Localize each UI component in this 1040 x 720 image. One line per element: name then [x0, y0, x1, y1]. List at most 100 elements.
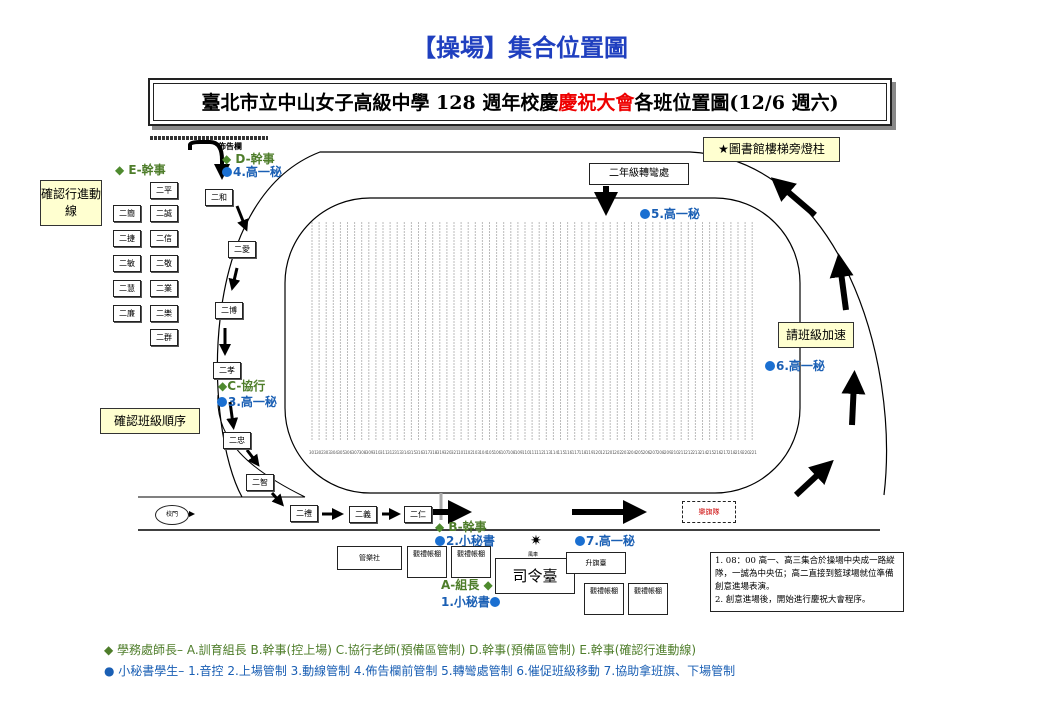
class-number: 212	[685, 450, 693, 455]
band-club: 管樂社	[337, 546, 402, 570]
class-number: 207	[649, 450, 658, 455]
class-number: 310	[372, 450, 381, 455]
windmill-label: 風車	[528, 552, 539, 558]
callout-speed: 請班級加速	[778, 322, 854, 348]
field-stripes	[311, 222, 753, 440]
note-2: 2. 創意進場後，開始進行慶祝大會程序。	[715, 595, 871, 605]
school-gate: 校門	[155, 505, 189, 525]
class-box: 二愛	[228, 241, 256, 258]
class-number: 107	[500, 450, 509, 455]
class-number: 301	[309, 450, 317, 455]
class-number: 317	[422, 450, 431, 455]
class-number: 220	[742, 450, 750, 455]
class-number: 306	[344, 450, 353, 455]
secretary-5: 5.高一秘	[640, 205, 700, 222]
callout-library: ★圖書館樓梯旁燈柱	[703, 137, 840, 162]
secretary-3: 3.高一秘	[217, 393, 277, 410]
class-number: 211	[678, 450, 686, 455]
class-number: 216	[713, 450, 722, 455]
staff-e: ◆ E-幹事	[115, 163, 166, 177]
class-number: 118	[578, 450, 587, 455]
legend-staff: ◆ 學務處師長– A.訓育組長 B.幹事(控上場) C.協行老師(預備區管制) …	[104, 643, 697, 657]
class-box: 二信	[150, 230, 178, 247]
class-number: 221	[749, 450, 757, 455]
band-queue: 樂旗隊	[682, 501, 736, 523]
route-arrow	[188, 140, 230, 180]
class-number: 303	[323, 450, 331, 455]
class-number: 321	[451, 450, 459, 455]
class-number: 217	[720, 450, 729, 455]
class-number: 104	[479, 450, 488, 455]
class-box: 二業	[150, 280, 178, 297]
class-number: 210	[671, 450, 679, 455]
class-number: 208	[656, 450, 665, 455]
class-number: 120	[593, 450, 601, 455]
class-number: 213	[692, 450, 701, 455]
note-1: 1. 08：00 高一、高三集合於操場中央成一路縱隊，一誠為中央伍；高二直接到籃…	[715, 556, 895, 592]
flag-stage: 升旗臺	[566, 552, 626, 574]
class-number: 113	[543, 450, 551, 455]
bulletin-label: 佈告欄	[218, 142, 242, 151]
callout-order: 確認班級順序	[100, 408, 200, 434]
secretary-2: 2.小秘書	[435, 532, 495, 549]
class-number: 205	[635, 450, 644, 455]
notes-box: 1. 08：00 高一、高三集合於操場中央成一路縱隊，一誠為中央伍；高二直接到籃…	[710, 552, 904, 612]
staff-b: ◆ B-幹事	[435, 520, 487, 534]
secretary-6: 6.高一秘	[765, 357, 825, 374]
secretary-4: 4.高一秘	[222, 163, 282, 180]
class-number: 204	[628, 450, 637, 455]
class-box: 二簡	[113, 205, 141, 222]
track-outer	[216, 151, 888, 498]
class-number: 305	[337, 450, 346, 455]
class-number: 116	[564, 450, 573, 455]
class-number: 203	[621, 450, 630, 455]
viewing-tent: 觀禮帳棚	[407, 546, 447, 578]
class-number: 219	[735, 450, 743, 455]
callout-route: 確認行進動線	[40, 180, 102, 226]
class-box: 二孝	[213, 362, 241, 379]
class-number: 114	[550, 450, 559, 455]
staff-c: ◆C-協行	[218, 379, 266, 393]
banner-date: 各班位置圖(12/6 週六)	[634, 92, 839, 114]
banner: 臺北市立中山女子高級中學 128 週年校慶慶祝大會各班位置圖(12/6 週六)	[148, 78, 892, 126]
staff-a: A-組長 ◆	[441, 578, 493, 592]
viewing-tent: 觀禮帳棚	[451, 546, 491, 578]
class-number: 105	[486, 450, 495, 455]
class-number: 314	[401, 450, 409, 455]
legend-secretary: ● 小秘書學生– 1.音控 2.上場管制 3.動線管制 4.佈告欄前管制 5.轉…	[104, 664, 736, 678]
class-box: 二仁	[404, 506, 432, 523]
viewing-tent: 觀禮帳棚	[584, 583, 624, 615]
class-number: 318	[429, 450, 438, 455]
class-box: 二樂	[150, 305, 178, 322]
class-box: 二捷	[113, 230, 141, 247]
class-number: 315	[408, 450, 417, 455]
class-number: 316	[415, 450, 424, 455]
class-number: 117	[571, 450, 580, 455]
banner-event: 慶祝大會	[558, 92, 635, 114]
class-number: 111	[529, 450, 537, 455]
class-number: 309	[365, 450, 374, 455]
class-box: 二義	[349, 506, 377, 523]
class-number: 215	[706, 450, 715, 455]
class-number: 218	[727, 450, 736, 455]
class-number: 304	[330, 450, 338, 455]
class-number: 101	[458, 450, 466, 455]
class-number: 109	[514, 450, 523, 455]
class-number: 319	[436, 450, 445, 455]
class-number: 311	[380, 450, 388, 455]
class-number: 121	[600, 450, 608, 455]
class-number: 206	[642, 450, 651, 455]
class-number: 106	[493, 450, 502, 455]
class-number: 209	[664, 450, 672, 455]
command-stage: 司令臺	[495, 558, 575, 594]
class-number: 202	[614, 450, 622, 455]
secretary-1: 1.小秘書	[441, 593, 501, 610]
class-box: 二慧	[113, 280, 141, 297]
class-number: 312	[387, 450, 395, 455]
class-box: 二和	[205, 189, 233, 206]
class-number: 302	[316, 450, 324, 455]
viewing-tent: 觀禮帳棚	[628, 583, 668, 615]
class-number: 103	[472, 450, 480, 455]
class-box: 二廉	[113, 305, 141, 322]
